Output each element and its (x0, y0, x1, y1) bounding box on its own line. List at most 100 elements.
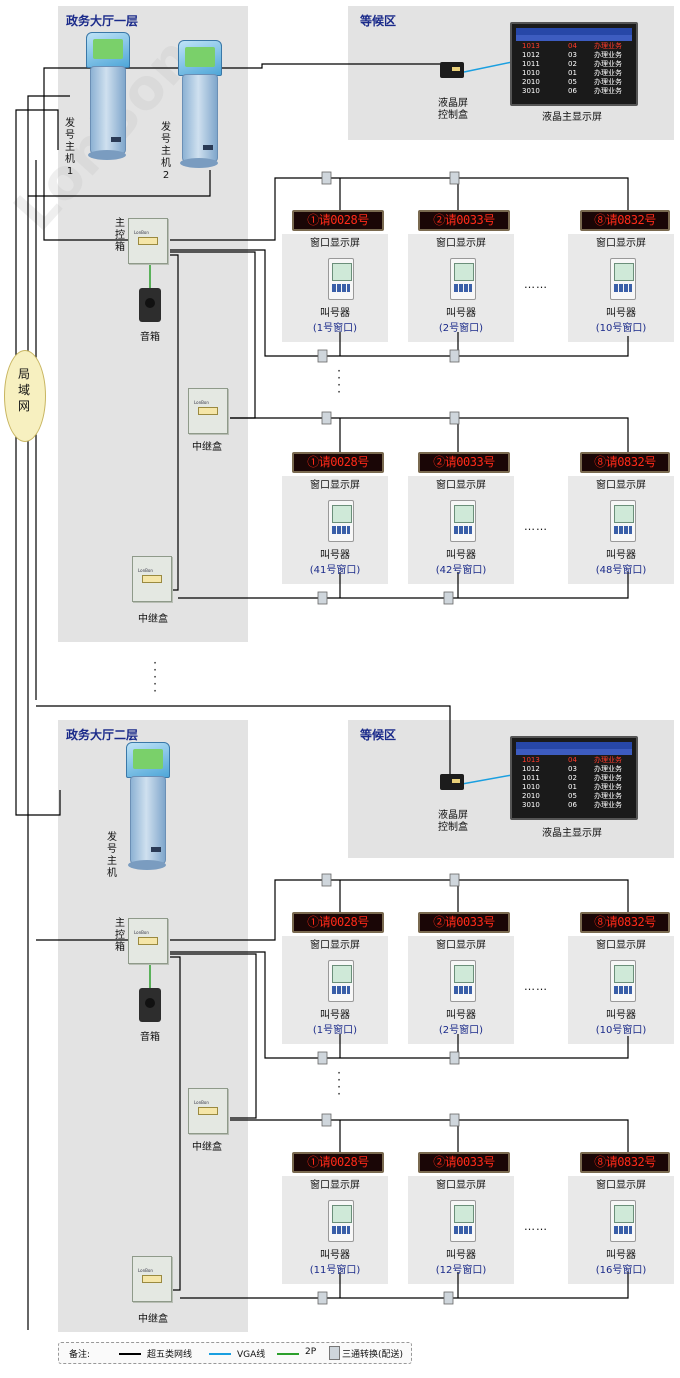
window-display-label: 窗口显示屏 (596, 940, 646, 951)
lcd-status: 办理业务 (594, 783, 622, 791)
led-window-display: ⑧请0832号 (580, 1152, 670, 1173)
caller-pager (610, 960, 636, 1002)
window-number-label: (42号窗口) (435, 565, 487, 576)
horizontal-ellipsis: …… (524, 1220, 548, 1233)
led-window-display: ⑧请0832号 (580, 210, 670, 231)
legend-vga-label: VGA线 (237, 1350, 266, 1360)
window-display-label: 窗口显示屏 (596, 238, 646, 249)
lan-label: 局域网 (17, 367, 30, 413)
lcd-status: 办理业务 (594, 60, 622, 68)
led-window-display: ⑧请0832号 (580, 912, 670, 933)
vertical-ellipsis-between-floors: ····· (153, 656, 157, 698)
horizontal-ellipsis: …… (524, 520, 548, 533)
ticket-kiosk-floor2 (122, 742, 172, 872)
led-window-display: ①请0028号 (292, 452, 384, 473)
relay-box-floor2-b-label: 中继盒 (138, 1314, 168, 1325)
waiting-floor1-title: 等候区 (360, 14, 397, 28)
legend-cat5-line (119, 1353, 141, 1355)
relay-box-floor1-a: LonBon (188, 388, 228, 434)
window-number-label: (1号窗口) (312, 1025, 358, 1036)
lcd-main-floor1-label: 液晶主显示屏 (542, 112, 602, 123)
lcd-window-number: 05 (568, 792, 577, 800)
led-window-display: ①请0028号 (292, 912, 384, 933)
lcd-ticket-number: 2010 (522, 78, 540, 86)
relay-box-floor2-b: LonBon (132, 1256, 172, 1302)
horizontal-ellipsis: …… (524, 980, 548, 993)
caller-pager (450, 258, 476, 300)
lcd-status: 办理业务 (594, 765, 622, 773)
lcd-ticket-number: 1013 (522, 756, 540, 764)
window-number-label: (16号窗口) (595, 1265, 647, 1276)
caller-pager (610, 1200, 636, 1242)
window-number-label: (10号窗口) (595, 1025, 647, 1036)
lcd-ctrl-floor2-label-2: 控制盒 (438, 822, 468, 833)
hall-floor1-title: 政务大厅一层 (66, 14, 139, 28)
legend-tee-icon (329, 1346, 340, 1360)
relay-box-floor1-b: LonBon (132, 556, 172, 602)
main-control-box-floor2: LonBon (128, 918, 168, 964)
relay-box-floor1-a-label: 中继盒 (192, 442, 222, 453)
lcd-status: 办理业务 (594, 69, 622, 77)
window-number-label: (48号窗口) (595, 565, 647, 576)
led-window-display: ②请0033号 (418, 912, 510, 933)
lcd-ctrl-floor2-label-1: 液晶屏 (438, 810, 468, 821)
window-number-label: (2号窗口) (438, 323, 484, 334)
legend-2p-line (277, 1353, 299, 1355)
window-number-label: (41号窗口) (309, 565, 361, 576)
caller-pager (450, 960, 476, 1002)
lcd-control-box-floor2 (440, 774, 464, 790)
window-number-label: (1号窗口) (312, 323, 358, 334)
lan-ellipse (4, 350, 46, 442)
vertical-ellipsis-floor2: ···· (337, 1066, 341, 1101)
main-box-floor1-label: 主控箱 (115, 218, 125, 253)
relay-box-floor2-a-label: 中继盒 (192, 1142, 222, 1153)
lcd-window-number: 04 (568, 42, 577, 50)
caller-pager (610, 258, 636, 300)
lcd-status: 办理业务 (594, 42, 622, 50)
relay-box-floor1-b-label: 中继盒 (138, 614, 168, 625)
ticket-kiosk-2 (174, 40, 224, 170)
lcd-window-number: 02 (568, 774, 577, 782)
legend-cat5-label: 超五类网线 (147, 1350, 193, 1360)
caller-pager-label: 叫号器 (446, 550, 476, 561)
lcd-status: 办理业务 (594, 801, 622, 809)
speaker-floor2 (139, 988, 161, 1022)
window-display-label: 窗口显示屏 (596, 1180, 646, 1191)
caller-pager (328, 500, 354, 542)
kiosk-1-label: 发号主机1 (65, 118, 75, 177)
caller-pager-label: 叫号器 (446, 1010, 476, 1021)
window-display-label: 窗口显示屏 (436, 940, 486, 951)
waiting-floor2-title: 等候区 (360, 728, 397, 742)
window-number-label: (2号窗口) (438, 1025, 484, 1036)
lcd-ticket-number: 1011 (522, 60, 540, 68)
caller-pager-label: 叫号器 (606, 1010, 636, 1021)
window-display-label: 窗口显示屏 (310, 480, 360, 491)
speaker-floor1-label: 音箱 (140, 332, 160, 343)
caller-pager-label: 叫号器 (320, 1250, 350, 1261)
lcd-status: 办理业务 (594, 774, 622, 782)
caller-pager-label: 叫号器 (446, 1250, 476, 1261)
lcd-status: 办理业务 (594, 87, 622, 95)
caller-pager-label: 叫号器 (606, 308, 636, 319)
legend-tee-label: 三通转换(配送) (342, 1350, 404, 1360)
lcd-window-number: 05 (568, 78, 577, 86)
lcd-window-number: 04 (568, 756, 577, 764)
hall-floor2-title: 政务大厅二层 (66, 728, 139, 742)
window-number-label: (10号窗口) (595, 323, 647, 334)
lcd-window-number: 06 (568, 801, 577, 809)
window-display-label: 窗口显示屏 (310, 940, 360, 951)
led-window-display: ①请0028号 (292, 1152, 384, 1173)
lcd-ctrl-floor1-label-1: 液晶屏 (438, 98, 468, 109)
lcd-ticket-number: 3010 (522, 87, 540, 95)
window-display-label: 窗口显示屏 (436, 480, 486, 491)
